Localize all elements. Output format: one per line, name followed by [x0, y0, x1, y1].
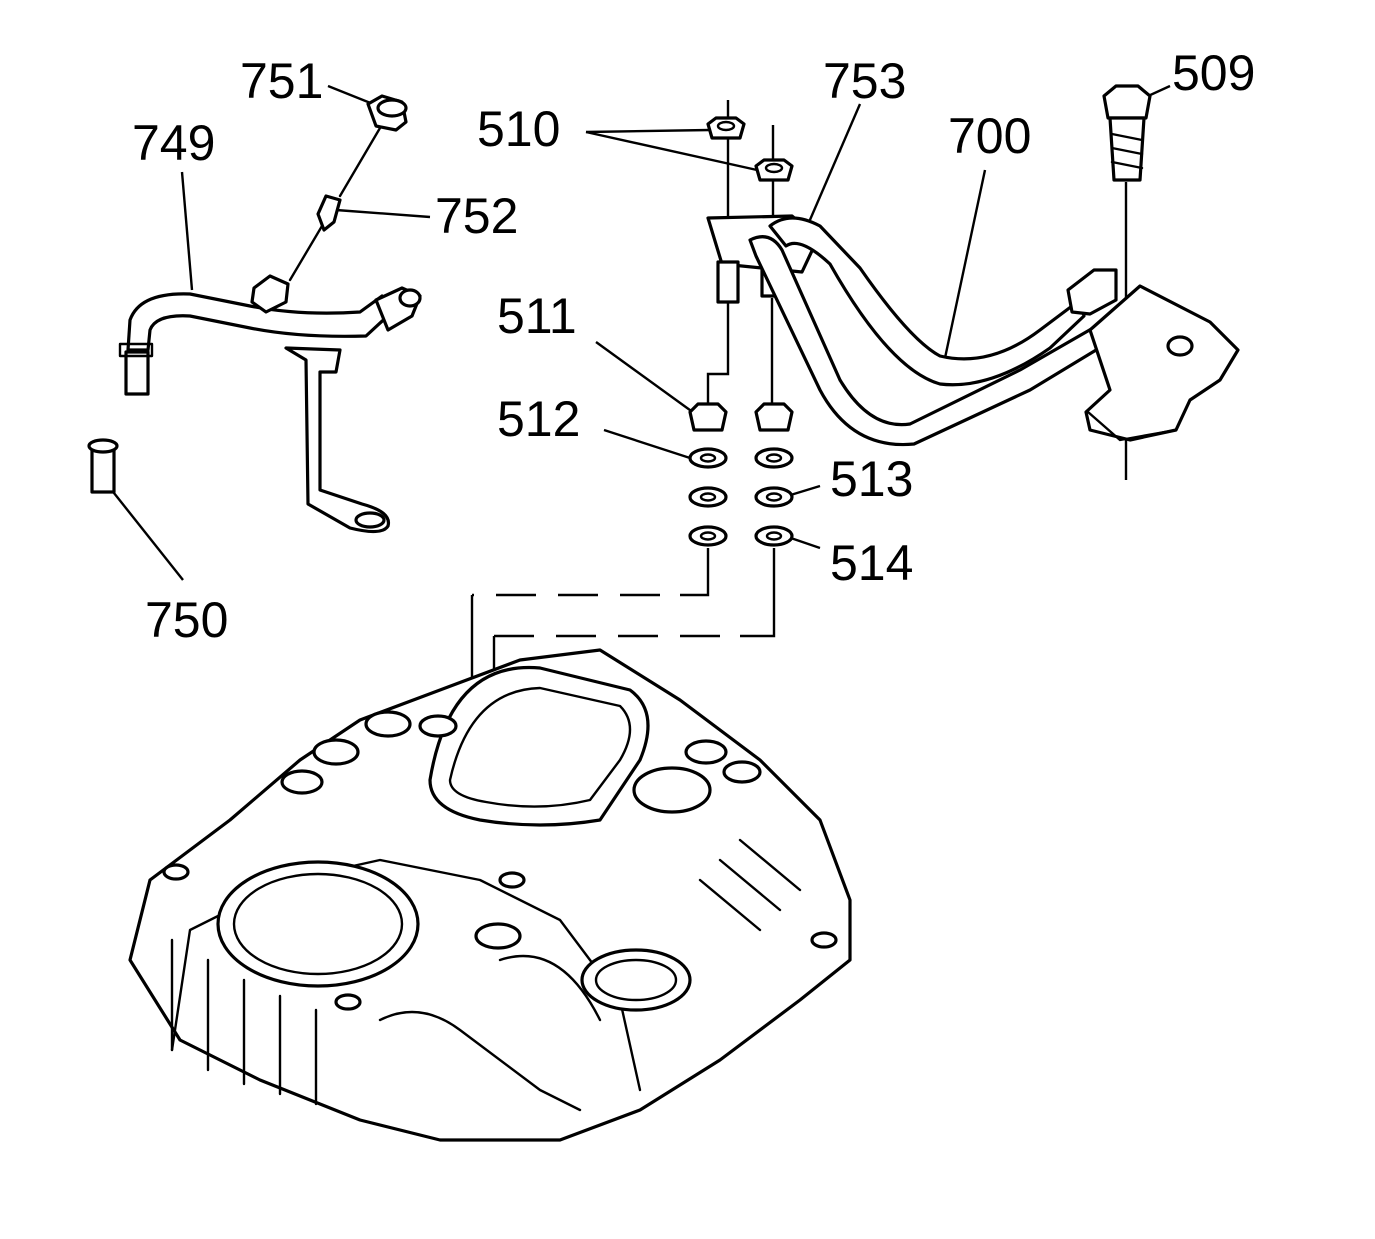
pipe-700 — [748, 216, 1240, 447]
label-753: 753 — [823, 53, 906, 109]
nuts-511 — [688, 402, 794, 432]
cap-751 — [338, 94, 408, 198]
leader-lines — [109, 84, 1171, 581]
label-512: 512 — [497, 391, 580, 447]
tube-749 — [118, 274, 422, 534]
nuts-510 — [706, 116, 794, 182]
label-752: 752 — [435, 188, 518, 244]
label-513: 513 — [830, 451, 913, 507]
label-514: 514 — [830, 535, 913, 591]
label-750: 750 — [145, 592, 228, 648]
label-749: 749 — [132, 115, 215, 171]
fitting-752 — [288, 194, 342, 282]
label-509: 509 — [1172, 45, 1255, 101]
label-511: 511 — [497, 288, 577, 344]
label-751: 751 — [240, 53, 323, 109]
label-510: 510 — [477, 101, 560, 157]
label-700: 700 — [948, 108, 1031, 164]
washers-512-513-514 — [688, 447, 794, 547]
bolt-509 — [1102, 84, 1152, 182]
intake-manifold — [128, 648, 852, 1142]
sleeve-750 — [87, 438, 119, 494]
